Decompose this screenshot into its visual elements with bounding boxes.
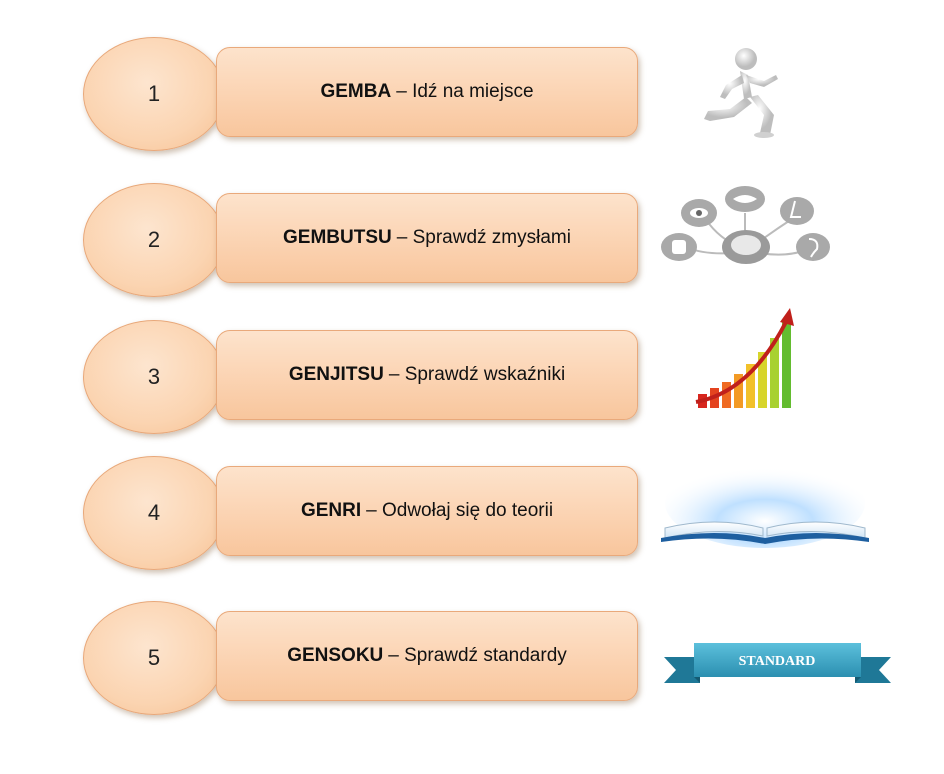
step-label-box: GENJITSU – Sprawdź wskaźniki — [216, 330, 638, 420]
step-term: GENSOKU — [287, 645, 384, 666]
step-term: GEMBA — [320, 81, 392, 102]
step-row-2: 2 GEMBUTSU – Sprawdź zmysłami — [0, 183, 944, 303]
step-label-box: GEMBUTSU – Sprawdź zmysłami — [216, 193, 638, 283]
step-description: – Sprawdź wskaźniki — [388, 364, 566, 385]
step-label-box: GENSOKU – Sprawdź standardy — [216, 611, 638, 701]
step-label-box: GEMBA – Idź na miejsce — [216, 47, 638, 137]
standard-ribbon-icon: STANDARD — [664, 643, 891, 683]
step-number-circle: 1 — [83, 37, 225, 151]
senses-icon — [661, 186, 830, 264]
running-figure-icon — [704, 48, 778, 138]
step-description: – Sprawdź standardy — [388, 645, 567, 666]
step-number-circle: 2 — [83, 183, 225, 297]
step-term: GENRI — [300, 500, 362, 521]
step-term: GENJITSU — [288, 364, 384, 385]
step-description: – Sprawdź zmysłami — [396, 227, 571, 248]
ribbon-label: STANDARD — [739, 654, 816, 669]
step-description: – Idź na miejsce — [396, 81, 534, 102]
step-label-box: GENRI – Odwołaj się do teorii — [216, 466, 638, 556]
open-book-icon — [661, 458, 869, 548]
step-row-4: 4 GENRI – Odwołaj się do teorii — [0, 456, 944, 576]
step-number-circle: 3 — [83, 320, 225, 434]
step-row-1: 1 GEMBA – Idź na miejsce — [0, 37, 944, 157]
step-number-circle: 5 — [83, 601, 225, 715]
step-row-3: 3 GENJITSU – Sprawdź wskaźniki — [0, 308, 944, 440]
step-term: GEMBUTSU — [283, 227, 392, 248]
step-description: – Odwołaj się do teorii — [366, 500, 554, 521]
step-row-5: 5 GENSOKU – Sprawdź standardy STANDARD — [0, 601, 944, 721]
growth-chart-icon — [695, 308, 794, 408]
step-number-circle: 4 — [83, 456, 225, 570]
